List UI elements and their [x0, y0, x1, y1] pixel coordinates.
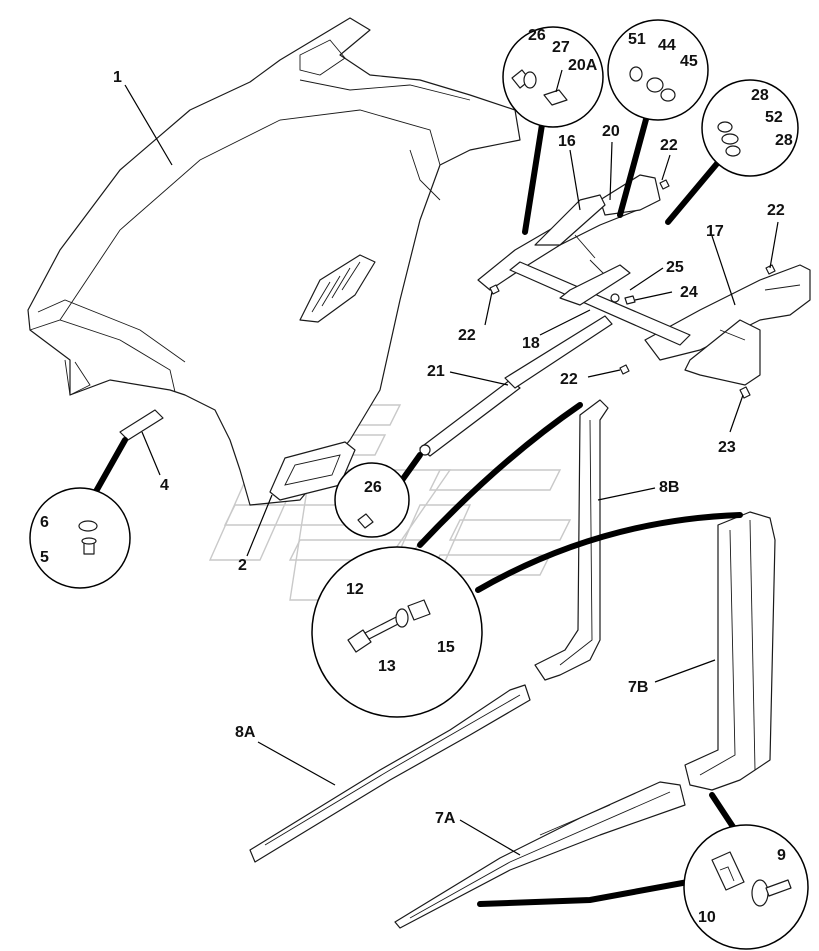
label-part-25: 25: [666, 259, 684, 276]
callout-circle-26: [334, 462, 410, 538]
label-52: 52: [765, 109, 783, 126]
label-45: 45: [680, 53, 698, 70]
label-6: 6: [40, 514, 49, 531]
label-part-23: 23: [718, 439, 736, 456]
callout-labels: 26 27 20A 51 44 45 28 52 28 6 5 26 12 13…: [40, 27, 793, 926]
label-part-8A: 8A: [235, 724, 256, 741]
callout-circle-51-44-45: [607, 19, 709, 121]
label-part-17: 17: [706, 223, 724, 240]
label-part-4: 4: [160, 477, 169, 494]
label-part-22-c: 22: [458, 327, 476, 344]
label-15: 15: [437, 639, 455, 656]
callout-circle-28-52-28: [701, 79, 799, 177]
part-8B-pillar: [534, 399, 609, 681]
label-part-22-b: 22: [767, 202, 785, 219]
label-12: 12: [346, 581, 364, 598]
hinge-assembly-left: [477, 174, 661, 291]
part-18-crossbar: [509, 261, 691, 346]
label-part-22-d: 22: [560, 371, 578, 388]
part-7A-trim: [394, 781, 686, 929]
label-part-7B: 7B: [628, 679, 648, 696]
label-27: 27: [552, 39, 570, 56]
callout-circle-6-5: [29, 487, 131, 589]
label-13: 13: [378, 658, 396, 675]
callout-circle-9-10: [683, 824, 809, 950]
label-part-21: 21: [427, 363, 445, 380]
label-20A: 20A: [568, 57, 598, 74]
label-part-1: 1: [113, 69, 122, 86]
label-28-top: 28: [751, 87, 769, 104]
label-part-2: 2: [238, 557, 247, 574]
label-part-24: 24: [680, 284, 698, 301]
screws: [489, 179, 776, 399]
label-9: 9: [777, 847, 786, 864]
label-10: 10: [698, 909, 716, 926]
part-8A-trim: [249, 684, 531, 863]
label-51: 51: [628, 31, 646, 48]
leader-lines: [124, 84, 779, 856]
label-part-22-a: 22: [660, 137, 678, 154]
callout-circle-26-27-20A: [502, 26, 604, 128]
label-part-7A: 7A: [435, 810, 456, 827]
part-21-strut: [419, 315, 613, 457]
label-part-18: 18: [522, 335, 540, 352]
label-part-16: 16: [558, 133, 576, 150]
label-44: 44: [658, 37, 676, 54]
label-26-strut: 26: [364, 479, 382, 496]
callout-circle-12-13-15: [311, 546, 483, 718]
part-4-latch: [119, 409, 164, 441]
part-1-cover: [27, 17, 521, 506]
label-part-20: 20: [602, 123, 620, 140]
label-5: 5: [40, 549, 49, 566]
part-7B-pillar: [684, 511, 776, 791]
label-26: 26: [528, 27, 546, 44]
label-28-bottom: 28: [775, 132, 793, 149]
label-part-8B: 8B: [659, 479, 679, 496]
